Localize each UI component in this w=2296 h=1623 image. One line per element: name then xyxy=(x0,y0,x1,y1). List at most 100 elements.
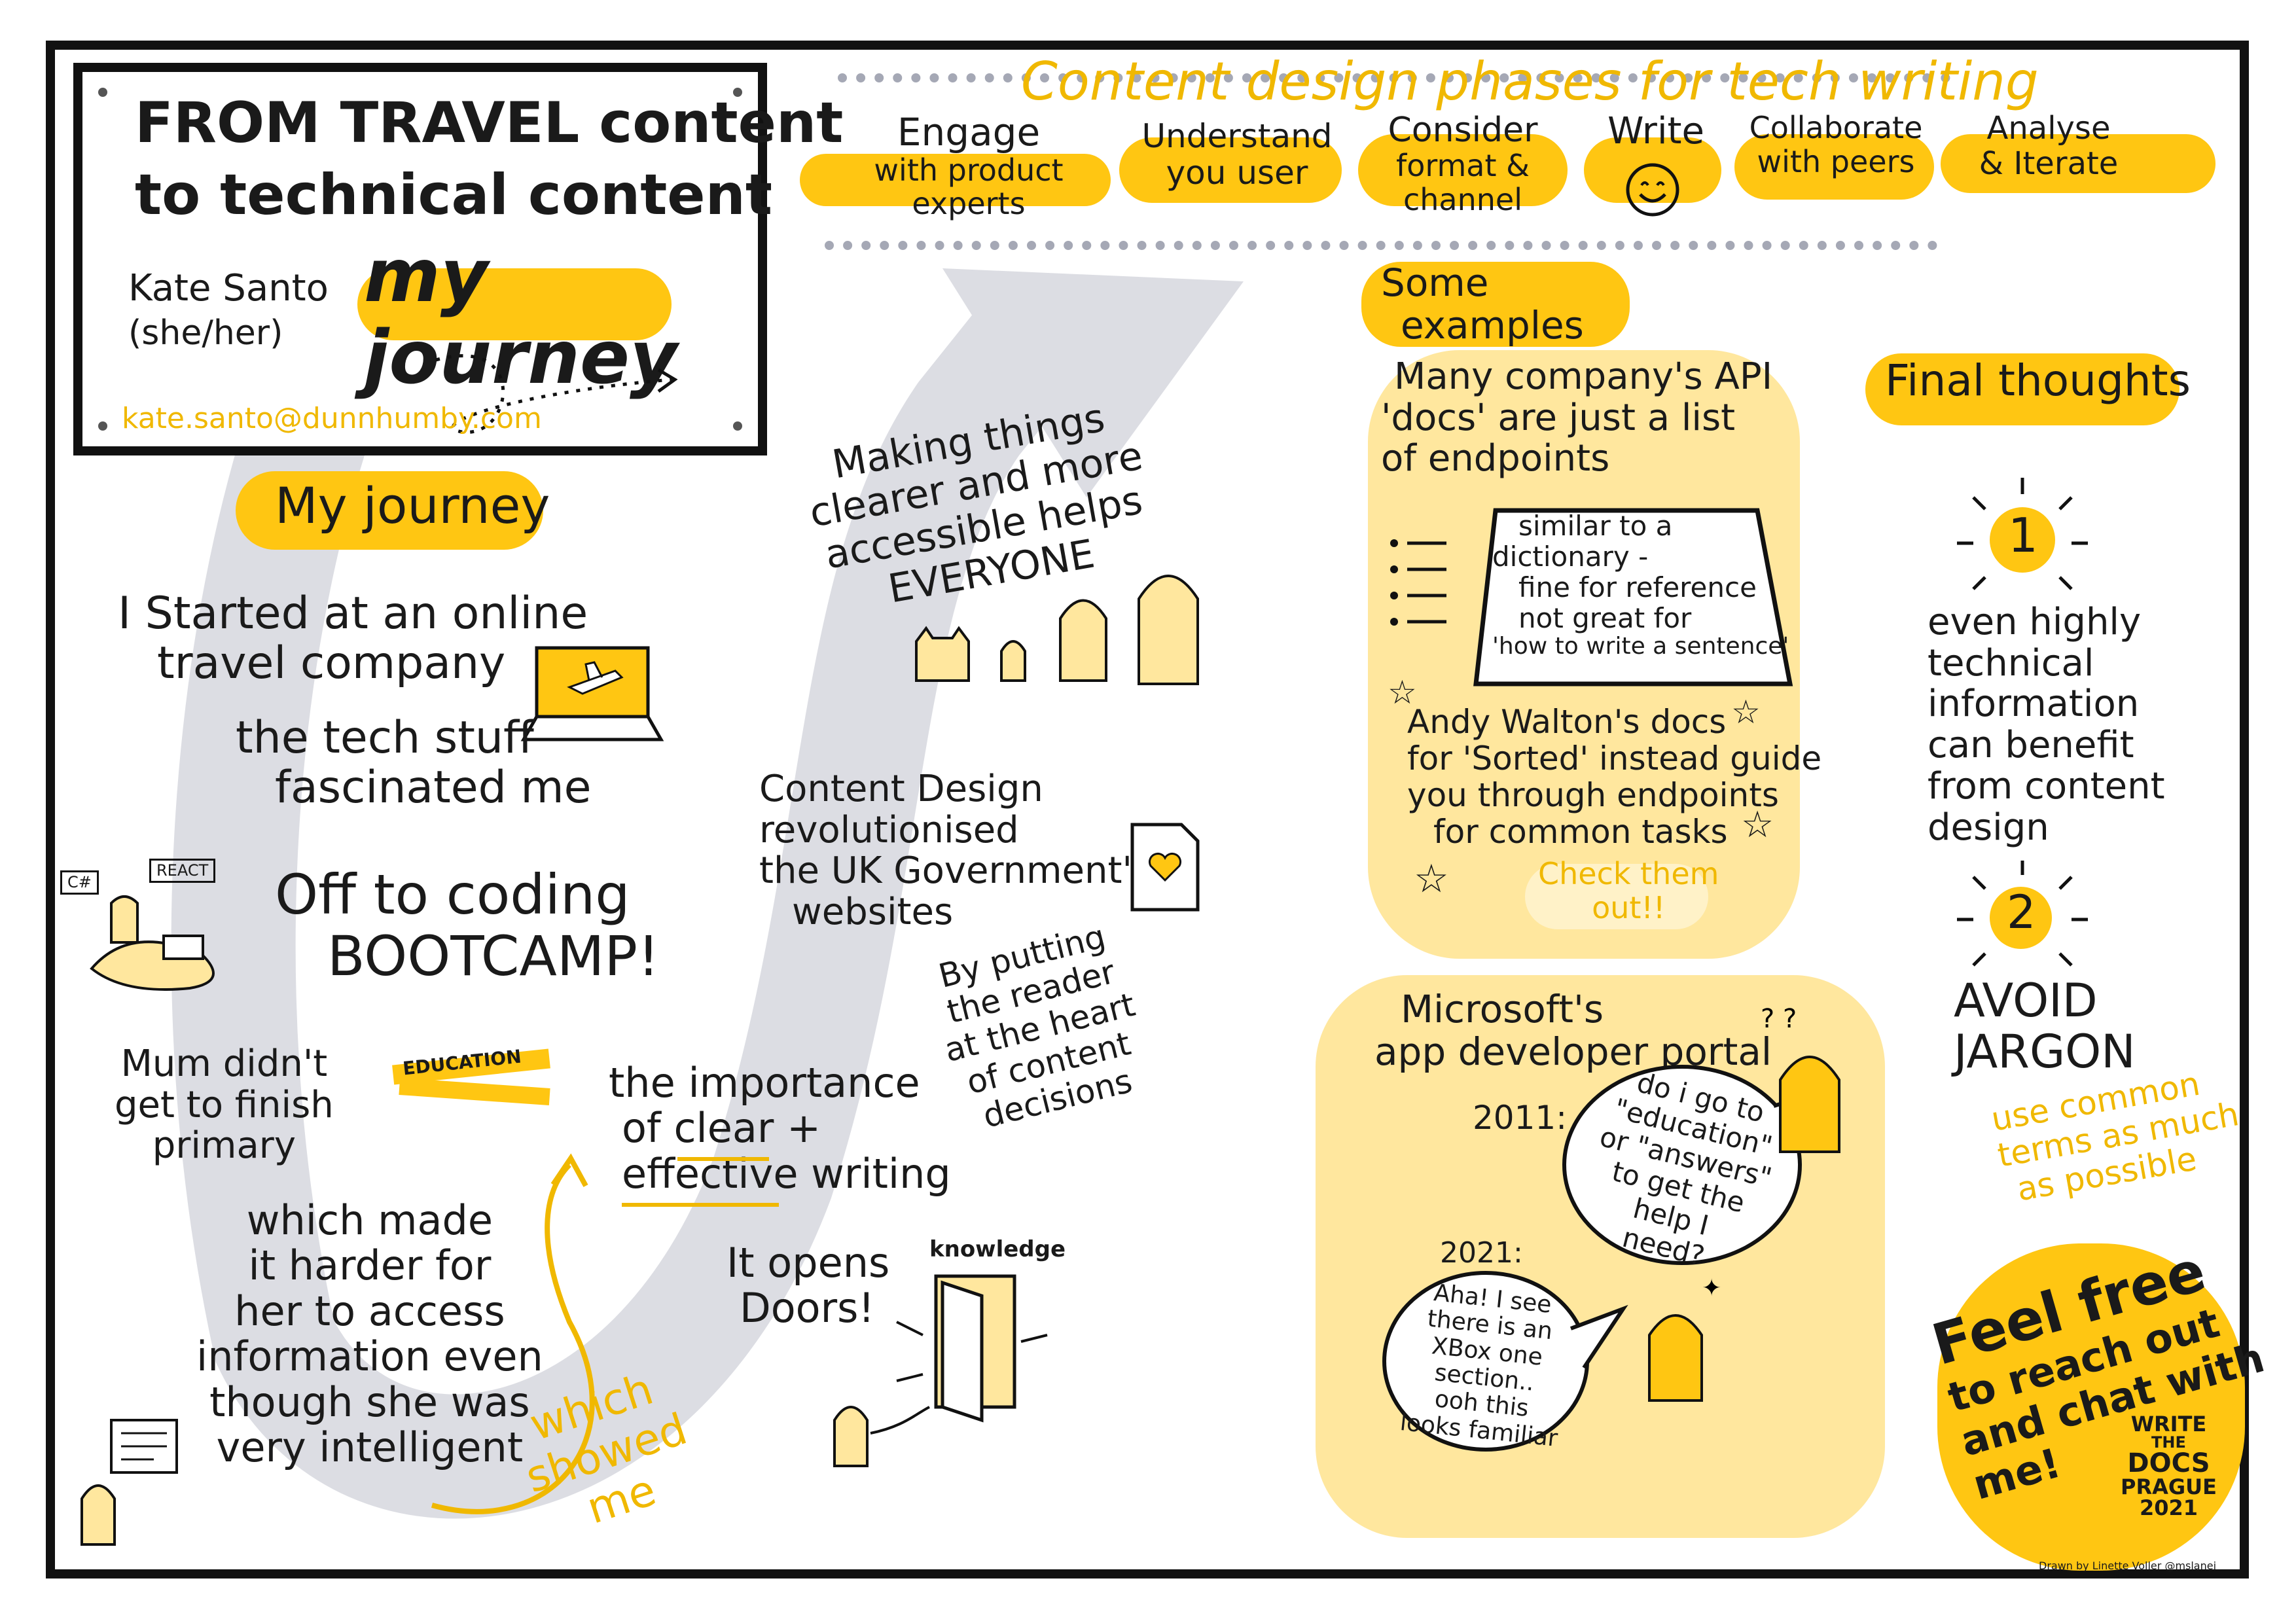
wtd-line-3: DOCS xyxy=(2127,1448,2210,1478)
phase-6-detail: & Iterate xyxy=(1979,145,2119,182)
avoid-line-2: JARGON xyxy=(1954,1025,2136,1079)
journey-harder-line-6: very intelligent xyxy=(216,1423,524,1472)
phase-5-label: Collaborate xyxy=(1749,110,1923,145)
content-design-line-1: Content Design xyxy=(759,768,1043,810)
phase-pill-consider xyxy=(1358,134,1568,206)
final-heading: Final thoughts xyxy=(1885,355,2191,406)
thought1-line-4: can benefit xyxy=(1928,724,2134,767)
phase-pill-collaborate xyxy=(1734,134,1934,200)
journey-importance-line-2: of clear + xyxy=(622,1104,821,1152)
phase-4: Write xyxy=(1597,111,1715,152)
journey-bootcamp-line-1: Off to coding xyxy=(275,863,630,927)
title-line-2: to technical content xyxy=(135,162,772,228)
phase-2-label: Understand xyxy=(1141,117,1333,155)
phase-pill-understand xyxy=(1119,137,1342,203)
content-design-line-2: revolutionised xyxy=(759,808,1019,851)
journey-tech-line-1: the tech stuff xyxy=(236,712,534,764)
num2-circle xyxy=(1990,887,2052,949)
bubble-2021-text: Aha! I see there is an XBox one section.… xyxy=(1393,1277,1579,1453)
wtd-line-4: PRAGUE xyxy=(2121,1474,2217,1499)
phase-pill-write xyxy=(1584,137,1721,203)
phase-1-detail: with product experts xyxy=(874,152,1064,222)
api-line-1: Many company's API xyxy=(1394,355,1773,398)
tag-csharp: C# xyxy=(60,870,99,895)
microsoft-line-1: Microsoft's xyxy=(1401,987,1604,1031)
phases-dots-bottom xyxy=(825,241,1937,250)
screw-br xyxy=(733,421,742,431)
journey-tech: the tech stuff fascinated me xyxy=(236,713,591,813)
author-name: Kate Santo xyxy=(128,267,329,310)
journey-mum-line-2: get to finish xyxy=(115,1083,334,1126)
wtd-line-2: THE xyxy=(2151,1433,2186,1452)
phase-5: Collaborate with peers xyxy=(1741,111,1931,179)
avoid-jargon: AVOID JARGON xyxy=(1954,975,2136,1078)
heart-document-icon xyxy=(1130,823,1200,912)
door-icon xyxy=(833,1274,1048,1467)
happy-figure: ✦ xyxy=(1648,1275,1721,1402)
dictionary-text: similar to a dictionary - fine for refer… xyxy=(1492,510,1789,660)
dictionary-line-5: 'how to write a sentence' xyxy=(1492,633,1789,660)
phase-4-label: Write xyxy=(1607,110,1704,152)
journey-harder-line-5: though she was xyxy=(209,1378,530,1426)
num2: 2 xyxy=(2007,885,2036,939)
phase-2-detail: you user xyxy=(1166,154,1308,192)
tag-react: REACT xyxy=(149,859,216,883)
wtd-line-5: 2021 xyxy=(2139,1495,2198,1520)
api-line-3: of endpoints xyxy=(1381,437,1610,480)
thought1: even highly technical information can be… xyxy=(1928,601,2165,849)
phase-3-label: Consider xyxy=(1388,111,1538,150)
title-box: FROM TRAVEL content to technical content… xyxy=(73,63,843,455)
star-icon-3: ☆ xyxy=(1741,804,1774,846)
screw-bl xyxy=(98,421,107,431)
phase-1-label: Engage xyxy=(897,110,1041,154)
smiley-icon xyxy=(1626,163,1679,217)
author-pronouns: (she/her) xyxy=(128,313,283,353)
num1-rays xyxy=(1957,478,2088,590)
journey-bootcamp-line-2: BOOTCAMP! xyxy=(327,924,660,989)
bootcamp-figures xyxy=(90,895,215,991)
examples-heading-line-1: Some xyxy=(1381,260,1489,305)
knowledge-label: knowledge xyxy=(929,1236,1066,1262)
phase-5-detail: with peers xyxy=(1757,143,1915,179)
journey-content-design: Content Design revolutionised the UK Gov… xyxy=(759,768,1151,934)
dictionary-line-3: fine for reference xyxy=(1518,571,1757,604)
journey-harder-line-4: information even xyxy=(196,1332,543,1381)
thought1-line-3: information xyxy=(1928,683,2140,726)
speech-bubble-2021 xyxy=(1382,1271,1628,1452)
journey-bootcamp: Off to coding BOOTCAMP! xyxy=(275,864,660,987)
screw-tr xyxy=(733,88,742,97)
dotted-arrow xyxy=(435,354,678,434)
thought1-line-6: design xyxy=(1928,806,2049,849)
phase-pill-engage xyxy=(800,154,1111,206)
andy-line-4: for common tasks xyxy=(1433,813,1728,851)
journey-tech-line-2: fascinated me xyxy=(275,762,592,814)
journey-mum: Mum didn't get to finish primary xyxy=(115,1043,334,1168)
journey-heading-pill xyxy=(236,471,543,550)
star-icon-4: ☆ xyxy=(1414,856,1449,902)
title-line-1: FROM TRAVEL content xyxy=(135,90,844,156)
laptop-plane-icon xyxy=(520,646,664,741)
content-design-line-4: websites xyxy=(792,891,954,934)
thought1-line-1: even highly xyxy=(1928,601,2142,643)
journey-importance-line-1: the importance xyxy=(609,1059,920,1107)
yellow-curve-arrow xyxy=(431,1153,595,1514)
journey-mum-line-3: primary xyxy=(152,1124,296,1168)
num1-circle xyxy=(1990,507,2055,573)
year-2011: 2011: xyxy=(1473,1099,1568,1137)
phase-1: Engage with product experts xyxy=(864,111,1073,221)
effective-underline xyxy=(622,1203,779,1207)
phases-heading: Content design phases for tech writing xyxy=(1021,51,2039,112)
phase-6: Analyse & Iterate xyxy=(1950,111,2147,182)
andy-line-3: you through endpoints xyxy=(1407,776,1779,814)
star-icon-1: ☆ xyxy=(1388,673,1417,711)
api-line-2: 'docs' are just a list xyxy=(1381,396,1736,439)
num2-rays xyxy=(1957,861,2088,967)
reading-figure xyxy=(81,1419,178,1546)
andy-text: Andy Walton's docs for 'Sorted' instead … xyxy=(1407,704,1821,850)
dictionary-line-4: not great for xyxy=(1518,602,1692,635)
journey-harder-line-3: her to access xyxy=(234,1287,505,1335)
thought1-line-2: technical xyxy=(1928,641,2094,685)
api-docs-text: Many company's API 'docs' are just a lis… xyxy=(1381,355,1773,480)
num1: 1 xyxy=(2008,508,2038,563)
